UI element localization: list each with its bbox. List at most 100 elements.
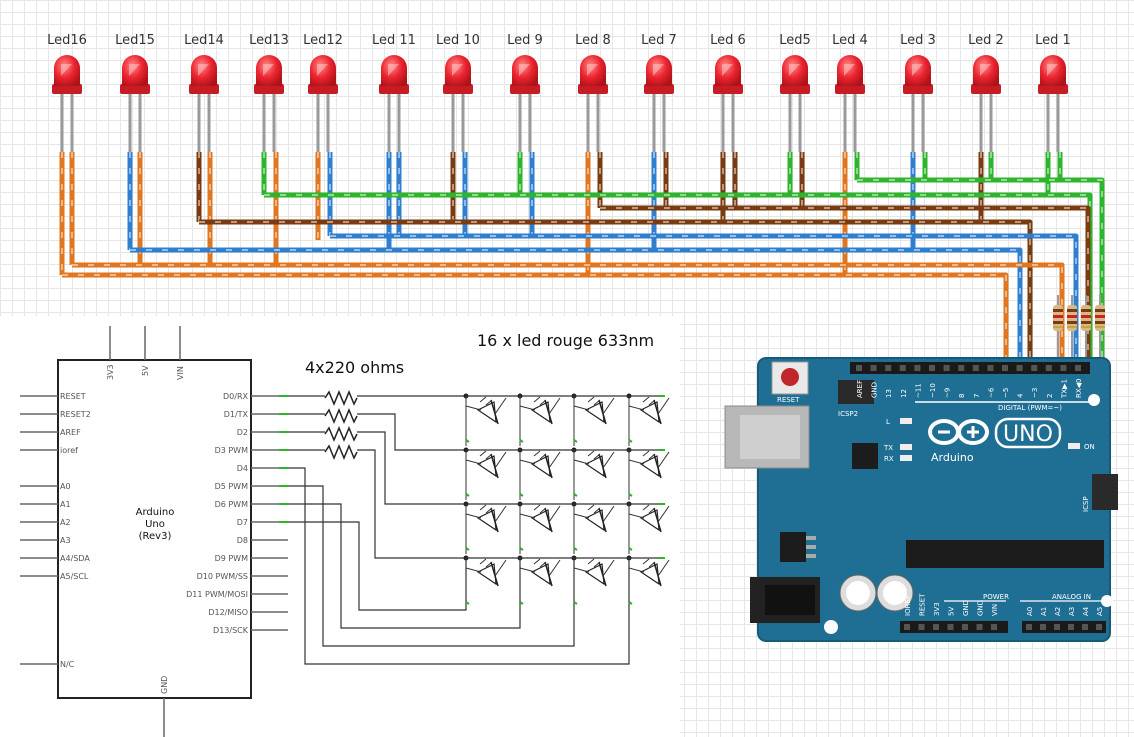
digital-pin-label: 13 xyxy=(885,389,893,398)
chip-rev: (Rev3) xyxy=(139,531,172,542)
pin-vin: VIN xyxy=(176,366,185,380)
schematic: Arduino Uno (Rev3) 3V3 5V VIN GND RESETR… xyxy=(20,326,670,737)
analog-pin-label: A5 xyxy=(1096,607,1104,616)
schematic-pin-label: D6 PWM xyxy=(215,500,249,509)
led-label: Led 2 xyxy=(968,33,1004,48)
matrix-led-icon xyxy=(463,447,507,500)
schematic-pin-label: A2 xyxy=(60,518,71,527)
board-resistors xyxy=(1053,295,1105,363)
schematic-pin-label: ioref xyxy=(60,446,78,455)
icsp2-header xyxy=(838,380,874,404)
chip-model: Uno xyxy=(145,519,165,530)
matrix-led-icon xyxy=(571,447,615,500)
red-led-icon xyxy=(835,55,865,152)
matrix-led-icon xyxy=(571,393,615,446)
red-led-icon xyxy=(780,55,810,152)
board-brand: Arduino xyxy=(931,451,974,464)
schematic-pin-label: D3 PWM xyxy=(215,446,249,455)
digital-pin-label: 4 xyxy=(1017,393,1025,398)
matrix-led-icon xyxy=(571,555,615,608)
analog-pin-label: A0 xyxy=(1026,607,1034,616)
red-led-icon xyxy=(903,55,933,152)
usb-chip xyxy=(852,443,878,469)
analog-header xyxy=(1022,621,1106,633)
schematic-pin-label: A4/SDA xyxy=(60,554,90,563)
schematic-pin-label: A1 xyxy=(60,500,71,509)
matrix-led-icon xyxy=(463,501,507,554)
led-label: Led15 xyxy=(115,33,155,48)
power-pin-label: RESET xyxy=(919,593,927,616)
schematic-pin-label: D11 PWM/MOSI xyxy=(186,590,248,599)
icsp2-label: ICSP2 xyxy=(838,410,858,418)
digital-pin-label: GND xyxy=(871,382,879,398)
digital-header xyxy=(850,362,1090,374)
led-label: Led 8 xyxy=(575,33,611,48)
power-pin-label: GND xyxy=(977,600,985,616)
led-label: Led 11 xyxy=(372,33,416,48)
red-led-icon xyxy=(713,55,743,152)
digital-label: DIGITAL (PWM=~) xyxy=(998,404,1062,412)
led-matrix xyxy=(463,393,670,608)
red-led-icon xyxy=(510,55,540,152)
uno-badge xyxy=(994,417,1062,449)
led-label: Led 7 xyxy=(641,33,677,48)
pin-gnd: GND xyxy=(160,676,169,694)
power-pin-label: VIN xyxy=(991,604,999,616)
power-pin-label: IOREF xyxy=(904,595,912,616)
digital-pin-label: ~10 xyxy=(929,383,937,398)
matrix-led-icon xyxy=(517,393,561,446)
led-l-label: L xyxy=(886,418,890,426)
matrix-led-icon xyxy=(463,555,507,608)
red-led-icon xyxy=(1038,55,1068,152)
red-led-icon xyxy=(379,55,409,152)
analog-label: ANALOG IN xyxy=(1052,593,1091,601)
analog-pin-label: A1 xyxy=(1040,607,1048,616)
digital-pin-label: ~3 xyxy=(1031,388,1039,398)
chip-name: Arduino xyxy=(136,507,175,518)
led-label: Led 3 xyxy=(900,33,936,48)
digital-pin-label: ~5 xyxy=(1002,388,1010,398)
schematic-pin-label: RESET2 xyxy=(60,410,91,419)
red-led-icon xyxy=(971,55,1001,152)
schematic-pin-label: D0/RX xyxy=(223,392,249,401)
matrix-led-icon xyxy=(626,393,670,446)
digital-pin-label: 7 xyxy=(973,394,981,398)
schematic-pin-label: D13/SCK xyxy=(213,626,249,635)
matrix-led-icon xyxy=(463,393,507,446)
red-led-icon xyxy=(644,55,674,152)
board-model: UNO xyxy=(1003,422,1053,447)
schematic-pin-label: D4 xyxy=(237,464,248,473)
digital-pin-label: AREF xyxy=(856,380,864,398)
led-label: Led 1 xyxy=(1035,33,1071,48)
arduino-symbol xyxy=(57,359,252,699)
schematic-pin-label: AREF xyxy=(60,428,81,437)
led-label: Led 4 xyxy=(832,33,868,48)
power-pin-label: 3V3 xyxy=(933,602,941,616)
power-pin-label: GND xyxy=(962,600,970,616)
digital-pin-label: RX◀0 xyxy=(1075,379,1083,399)
schematic-pin-label: D5 PWM xyxy=(215,482,249,491)
icsp-label: ICSP xyxy=(1082,496,1090,512)
led-rx-label: RX xyxy=(884,455,894,463)
schematic-pin-label: N/C xyxy=(60,660,75,669)
led-label: Led12 xyxy=(303,33,343,48)
analog-pin-label: A3 xyxy=(1068,607,1076,616)
analog-pin-label: A4 xyxy=(1082,606,1090,616)
schematic-pin-label: RESET xyxy=(60,392,86,401)
analog-pin-label: A2 xyxy=(1054,607,1062,616)
schematic-pin-label: D10 PWM/SS xyxy=(197,572,248,581)
schematic-pin-label: A5/SCL xyxy=(60,572,89,581)
digital-pin-label: ~9 xyxy=(944,388,952,398)
digital-pin-label: ~11 xyxy=(914,383,922,398)
digital-pin-label: 12 xyxy=(900,389,908,398)
schematic-pin-label: A3 xyxy=(60,536,71,545)
matrix-led-icon xyxy=(626,501,670,554)
digital-pin-label: ~6 xyxy=(987,387,995,398)
red-led-icon xyxy=(52,55,82,152)
digital-pin-label: 2 xyxy=(1046,394,1054,398)
icsp-header xyxy=(1092,474,1118,510)
red-led-icon xyxy=(443,55,473,152)
